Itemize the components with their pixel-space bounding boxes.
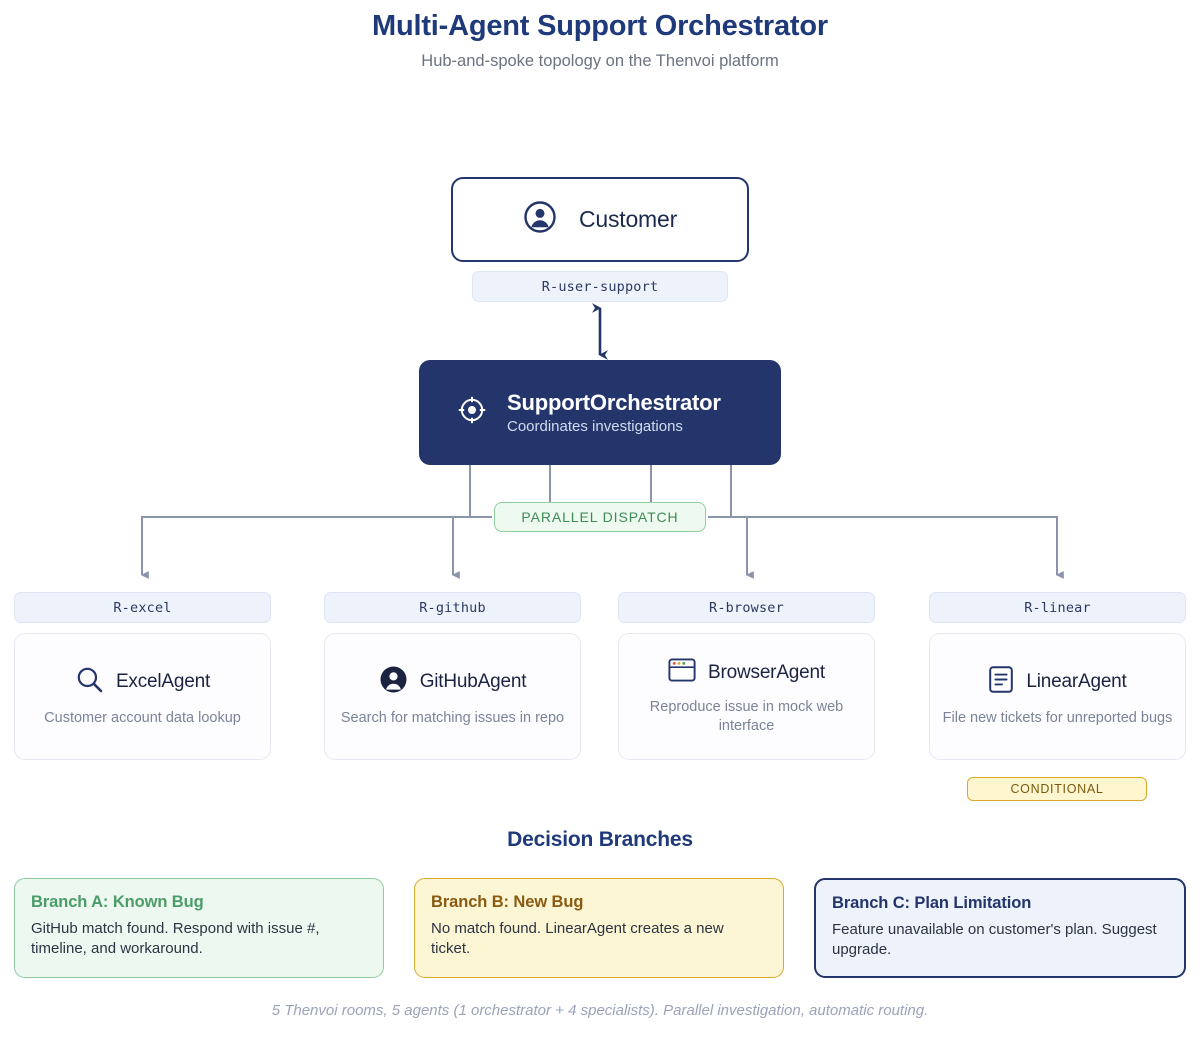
agent-card-excel[interactable]: ExcelAgent Customer account data lookup (14, 633, 271, 761)
agent-description-excel: Customer account data lookup (44, 710, 241, 727)
room-label-user-support[interactable]: R-user-support (472, 271, 728, 303)
agent-column-github: R-github GitHubAgent Search for matching… (324, 592, 581, 761)
agent-column-excel: R-excel ExcelAgent Customer account data… (14, 592, 271, 761)
agent-description-github: Search for matching issues in repo (340, 710, 565, 727)
agent-column-browser: R-browser BrowserAgent Reproduce issue i… (618, 592, 875, 761)
branch-c-title: Branch C: Plan Limitation (832, 894, 1032, 913)
agent-card-linear[interactable]: LinearAgent File new tickets for unrepor… (929, 633, 1186, 761)
agent-card-github[interactable]: GitHubAgent Search for matching issues i… (324, 633, 581, 761)
branch-card-a[interactable]: Branch A: Known Bug GitHub match found. … (14, 878, 384, 979)
agent-card-browser[interactable]: BrowserAgent Reproduce issue in mock web… (618, 633, 875, 761)
agent-name-browser: BrowserAgent (708, 661, 825, 683)
target-crosshair-icon (457, 395, 487, 430)
agent-description-linear: File new tickets for unreported bugs (942, 710, 1173, 727)
page-subtitle: Hub-and-spoke topology on the Thenvoi pl… (421, 52, 779, 71)
room-label-linear[interactable]: R-linear (929, 592, 1186, 624)
decision-branches-list: Branch A: Known Bug GitHub match found. … (14, 878, 1186, 979)
page-title: Multi-Agent Support Orchestrator (372, 10, 828, 42)
branch-card-b[interactable]: Branch B: New Bug No match found. Linear… (414, 878, 784, 979)
footer-summary: 5 Thenvoi rooms, 5 agents (1 orchestrato… (271, 1002, 929, 1020)
room-label-excel[interactable]: R-excel (14, 592, 271, 624)
orchestrator-name: SupportOrchestrator (507, 390, 721, 416)
decision-branches-heading: Decision Branches (507, 828, 693, 852)
branch-c-body: Feature unavailable on customer's plan. … (832, 921, 1157, 959)
branch-a-title: Branch A: Known Bug (31, 893, 204, 912)
customer-label: Customer (578, 206, 678, 233)
customer-node[interactable]: Customer (451, 177, 749, 263)
orchestrator-description: Coordinates investigations (507, 418, 683, 436)
room-label-github[interactable]: R-github (324, 592, 581, 624)
agent-description-browser: Reproduce issue in mock web interface (649, 699, 844, 735)
document-lines-icon (988, 665, 1014, 699)
agent-column-linear: R-linear LinearAgent File new tickets fo… (929, 592, 1186, 761)
page-header: Multi-Agent Support Orchestrator Hub-and… (0, 0, 1200, 72)
user-circle-icon (523, 200, 557, 239)
magnifier-icon (75, 665, 104, 699)
agent-name-linear: LinearAgent (1026, 671, 1127, 693)
branch-card-c[interactable]: Branch C: Plan Limitation Feature unavai… (814, 878, 1186, 979)
agent-name-excel: ExcelAgent (115, 671, 211, 693)
user-filled-circle-icon (379, 665, 408, 699)
browser-window-icon (668, 657, 696, 688)
agent-name-github: GitHubAgent (419, 671, 527, 693)
branch-b-body: No match found. LinearAgent creates a ne… (431, 920, 724, 958)
parallel-dispatch-badge: PARALLEL DISPATCH (494, 502, 706, 533)
orchestrator-node[interactable]: SupportOrchestrator Coordinates investig… (419, 360, 781, 466)
room-label-browser[interactable]: R-browser (618, 592, 875, 624)
conditional-badge: CONDITIONAL (967, 777, 1147, 802)
branch-a-body: GitHub match found. Respond with issue #… (31, 920, 320, 958)
branch-b-title: Branch B: New Bug (431, 893, 584, 912)
